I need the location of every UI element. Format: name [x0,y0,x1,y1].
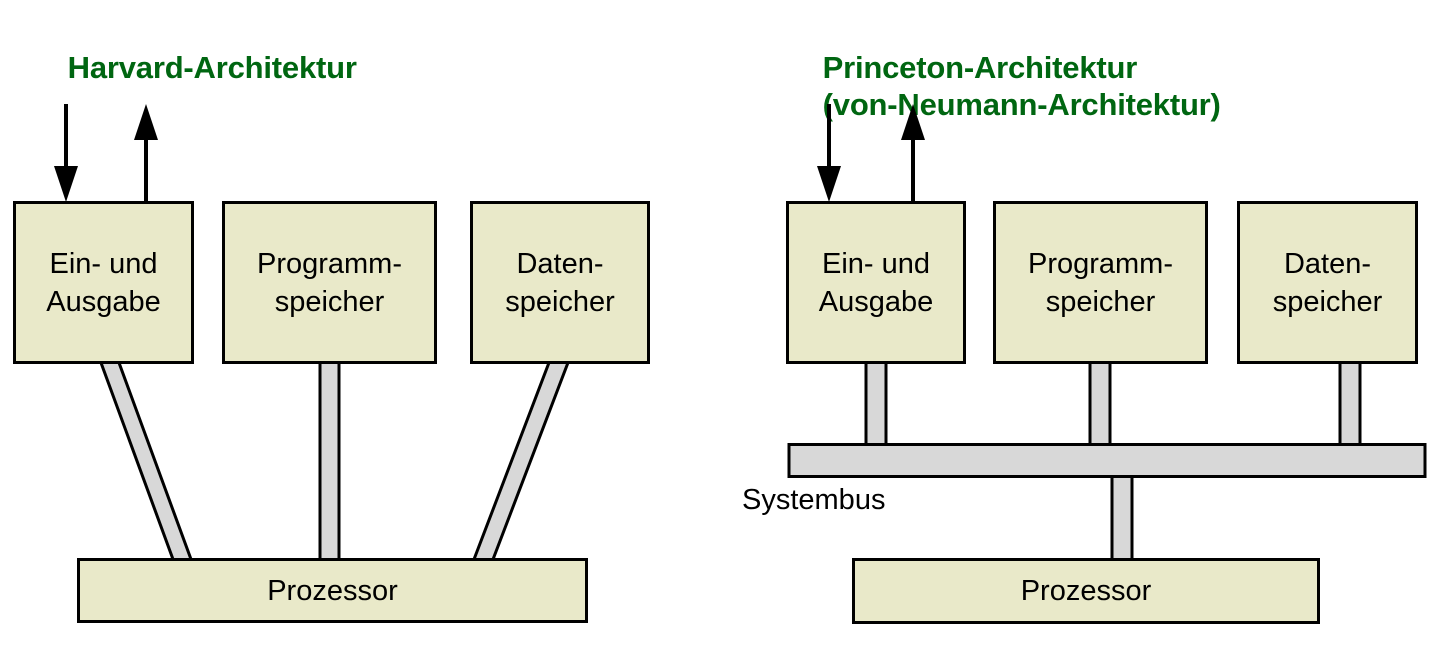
princeton-title-line-2: (von-Neumann-Architektur) [822,87,1221,122]
harvard-box-program-memory-line-1: Programm- [256,247,402,280]
harvard-title-line-1: Harvard-Architektur [67,50,357,85]
connector-bus-to-cpu-princeton [1110,472,1134,564]
princeton-box-data-memory-line-2: speicher [1272,285,1383,318]
princeton-box-processor-label: Prozessor [1020,575,1152,607]
princeton-box-io-line-2: Ausgabe [818,285,934,318]
princeton-box-processor[interactable]: Prozessor [852,558,1320,624]
princeton-box-io[interactable]: Ein- und Ausgabe [786,201,966,364]
connector-io-to-cpu-harvard [97,358,195,564]
princeton-title-line-1: Princeton-Architektur [822,50,1138,85]
princeton-box-data-memory[interactable]: Daten- speicher [1237,201,1418,364]
princeton-box-io-line-1: Ein- und [821,247,930,280]
systembus-label: Systembus [742,484,886,516]
princeton-box-program-memory-line-2: speicher [1045,285,1156,318]
harvard-title: Harvard-Architektur [34,12,357,123]
connector-progmem-to-bus-princeton [1088,358,1112,450]
connector-datamem-to-cpu-harvard [470,358,572,564]
harvard-box-processor[interactable]: Prozessor [77,558,588,623]
princeton-box-program-memory[interactable]: Programm- speicher [993,201,1208,364]
princeton-box-program-memory-line-1: Programm- [1027,247,1173,280]
connector-datamem-to-bus-princeton [1338,358,1362,450]
princeton-box-data-memory-line-1: Daten- [1283,247,1372,280]
harvard-box-program-memory[interactable]: Programm- speicher [222,201,437,364]
harvard-box-io-line-1: Ein- und [49,247,158,280]
harvard-box-io-line-2: Ausgabe [46,285,161,318]
harvard-box-data-memory-line-1: Daten- [516,247,604,280]
harvard-box-io[interactable]: Ein- und Ausgabe [13,201,194,364]
connector-progmem-to-cpu-harvard [318,358,341,564]
harvard-box-data-memory-line-2: speicher [505,285,615,318]
harvard-box-processor-label: Prozessor [267,574,398,607]
harvard-box-program-memory-line-2: speicher [274,285,385,318]
harvard-box-data-memory[interactable]: Daten- speicher [470,201,650,364]
connector-io-to-bus-princeton [864,358,888,450]
princeton-title: Princeton-Architektur (von-Neumann-Archi… [789,12,1221,160]
systembus-bar [787,443,1427,478]
